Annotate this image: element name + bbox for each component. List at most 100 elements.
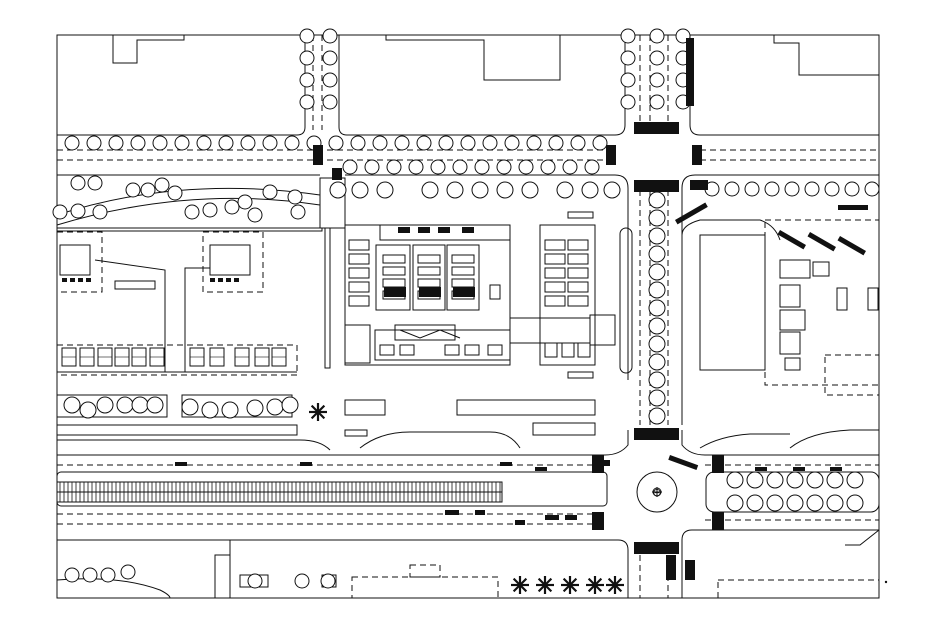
room-block bbox=[544, 281, 566, 293]
tree-symbol bbox=[746, 471, 764, 489]
tree-symbol bbox=[726, 494, 744, 512]
vehicle-block bbox=[515, 520, 525, 525]
tree-symbol bbox=[648, 245, 666, 263]
tree-symbol bbox=[540, 159, 556, 175]
south-road bbox=[56, 429, 880, 525]
tree-symbol bbox=[526, 135, 542, 151]
canopy-zigzag bbox=[399, 329, 461, 339]
tree-symbol bbox=[201, 401, 219, 419]
room-block bbox=[567, 239, 589, 251]
room-block bbox=[489, 284, 501, 300]
palm-frond bbox=[317, 404, 326, 413]
room-block bbox=[544, 253, 566, 265]
tree-symbol bbox=[372, 135, 388, 151]
palm-frond bbox=[614, 577, 623, 586]
tree-symbol bbox=[648, 299, 666, 317]
entry-block bbox=[418, 227, 430, 233]
tree-symbol bbox=[294, 573, 310, 589]
tree-symbol bbox=[649, 50, 665, 66]
tree-symbol bbox=[806, 494, 824, 512]
tree-symbol bbox=[167, 185, 183, 201]
tree-symbol bbox=[648, 407, 666, 425]
tree-symbol bbox=[146, 396, 164, 414]
tree-symbol bbox=[125, 182, 141, 198]
room-block bbox=[567, 253, 589, 265]
tree-symbol bbox=[120, 564, 136, 580]
tree-symbol bbox=[116, 396, 134, 414]
room-block bbox=[348, 281, 370, 293]
bay-stall bbox=[382, 266, 406, 276]
tree-symbol bbox=[87, 175, 103, 191]
unit-marker bbox=[70, 278, 75, 282]
palm-frond bbox=[569, 577, 578, 586]
tree-symbol bbox=[218, 135, 234, 151]
vehicle-block bbox=[313, 145, 323, 165]
tree-symbol bbox=[648, 371, 666, 389]
tree-symbol bbox=[224, 199, 240, 215]
tree-symbol bbox=[504, 135, 520, 151]
tree-symbol bbox=[648, 191, 666, 209]
room-block bbox=[567, 267, 589, 279]
tree-symbol bbox=[322, 28, 338, 44]
tree-symbol bbox=[766, 494, 784, 512]
vehicle-block bbox=[445, 510, 459, 515]
vehicle-block bbox=[837, 236, 866, 256]
tree-symbol bbox=[724, 181, 740, 197]
parked-vehicles bbox=[175, 38, 868, 580]
west-park bbox=[56, 187, 323, 436]
bay-core bbox=[419, 287, 441, 297]
unit-marker bbox=[226, 278, 231, 282]
unit-marker bbox=[78, 278, 83, 282]
tree-symbol bbox=[482, 135, 498, 151]
tree-symbol bbox=[152, 135, 168, 151]
vehicle-block bbox=[592, 455, 604, 473]
vehicle-block bbox=[634, 542, 679, 554]
vehicle-block bbox=[675, 202, 708, 225]
vehicle-block bbox=[692, 145, 702, 165]
tree-symbol bbox=[350, 135, 366, 151]
tree-symbol bbox=[548, 135, 564, 151]
vehicle-block bbox=[535, 467, 547, 471]
tree-symbol bbox=[140, 182, 156, 198]
tree-symbol bbox=[181, 398, 199, 416]
tree-symbol bbox=[746, 494, 764, 512]
tree-symbol bbox=[446, 181, 464, 199]
unit-marker bbox=[210, 278, 215, 282]
tree-symbol bbox=[246, 399, 264, 417]
vehicle-block bbox=[332, 168, 342, 180]
vehicle-block bbox=[793, 467, 805, 471]
vehicle-block bbox=[666, 555, 676, 580]
tree-symbol bbox=[70, 203, 86, 219]
tree-symbol bbox=[570, 135, 586, 151]
bay-stall bbox=[417, 278, 441, 288]
tree-symbol bbox=[648, 263, 666, 281]
tree-symbol bbox=[287, 189, 303, 205]
tree-symbol bbox=[452, 159, 468, 175]
tree-symbol bbox=[266, 398, 284, 416]
vehicle-block bbox=[838, 205, 868, 210]
entry-block bbox=[438, 227, 450, 233]
tree-symbol bbox=[299, 72, 315, 88]
vehicle-block bbox=[712, 455, 724, 473]
room-block bbox=[567, 281, 589, 293]
tree-symbol bbox=[416, 135, 432, 151]
tree-symbol bbox=[82, 567, 98, 583]
unit-marker bbox=[86, 278, 91, 282]
tree-symbol bbox=[64, 567, 80, 583]
tree-symbol bbox=[844, 181, 860, 197]
tree-symbol bbox=[864, 181, 880, 197]
tree-symbol bbox=[394, 135, 410, 151]
tree-symbol bbox=[421, 181, 439, 199]
north-street bbox=[57, 35, 879, 380]
vehicle-block bbox=[500, 462, 512, 466]
tree-symbol bbox=[284, 135, 300, 151]
tree-symbol bbox=[96, 396, 114, 414]
tree-symbol bbox=[70, 175, 86, 191]
room-block bbox=[348, 253, 370, 265]
tree-symbol bbox=[826, 471, 844, 489]
tree-symbol bbox=[262, 184, 278, 200]
unit-marker bbox=[62, 278, 67, 282]
vehicle-block bbox=[634, 428, 679, 440]
vehicle-block bbox=[300, 462, 312, 466]
